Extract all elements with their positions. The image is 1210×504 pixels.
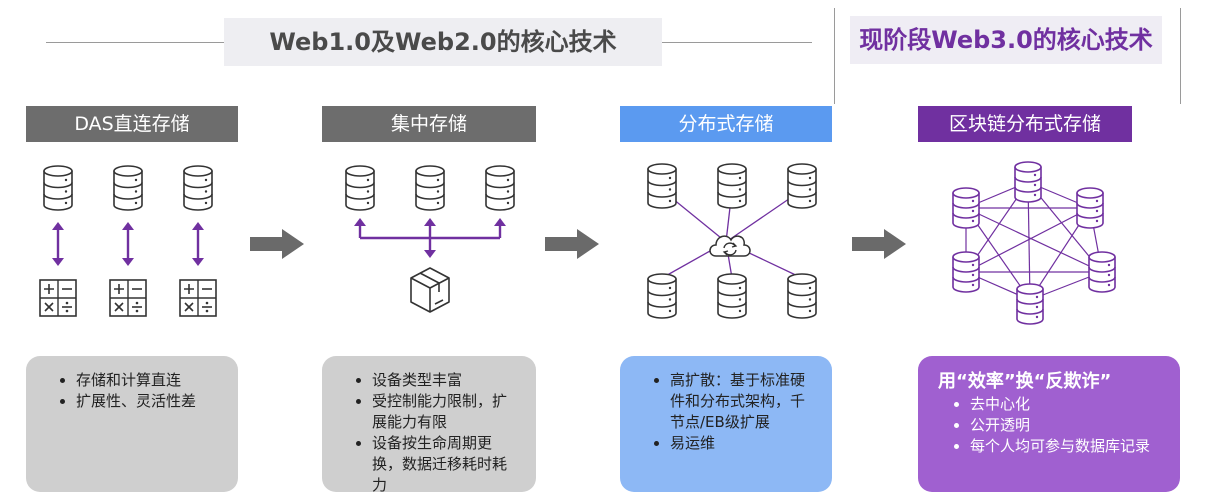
connector-lines xyxy=(358,224,502,252)
cloud-sync-icon xyxy=(709,235,751,257)
database-icon xyxy=(1016,283,1044,325)
calculator-icon xyxy=(109,279,147,317)
list-item: 存储和计算直连 xyxy=(76,370,222,391)
section-divider-1 xyxy=(834,8,835,104)
column-header-centralized: 集中存储 xyxy=(322,106,536,142)
column-header-blockchain: 区块链分布式存储 xyxy=(918,106,1132,142)
bidirectional-arrow-icon xyxy=(190,220,206,268)
list-item: 设备按生命周期更换，数据迁移耗时耗力 xyxy=(372,433,520,496)
database-icon xyxy=(485,165,515,211)
list-item: 每个人均可参与数据库记录 xyxy=(970,436,1164,457)
list-item: 受控制能力限制，扩展能力有限 xyxy=(372,391,520,433)
database-icon xyxy=(717,273,747,319)
right-arrow-icon xyxy=(250,229,304,259)
list-item: 公开透明 xyxy=(970,415,1164,436)
blockchain-description-card: 用“效率”换“反欺诈” 去中心化 公开透明 每个人均可参与数据库记录 xyxy=(918,356,1180,492)
das-diagram xyxy=(26,146,238,352)
database-icon xyxy=(787,273,817,319)
column-header-das: DAS直连存储 xyxy=(26,106,238,142)
database-icon xyxy=(647,163,677,209)
database-icon xyxy=(113,165,143,211)
blockchain-card-heading: 用“效率”换“反欺诈” xyxy=(938,371,1112,392)
package-icon xyxy=(410,267,450,313)
database-icon xyxy=(717,163,747,209)
database-icon xyxy=(1076,187,1104,229)
bidirectional-arrow-icon xyxy=(120,220,136,268)
database-icon xyxy=(415,165,445,211)
database-icon xyxy=(787,163,817,209)
blockchain-diagram xyxy=(918,146,1132,352)
distributed-point-list: 高扩散：基于标准硬件和分布式架构，千节点/EB级扩展 易运维 xyxy=(642,370,816,454)
list-item: 扩展性、灵活性差 xyxy=(76,391,222,412)
section-title-web3: 现阶段Web3.0的核心技术 xyxy=(850,16,1162,64)
right-arrow-icon xyxy=(852,229,906,259)
top-divider-left xyxy=(46,42,224,43)
calculator-icon xyxy=(179,279,217,317)
database-icon xyxy=(43,165,73,211)
list-item: 高扩散：基于标准硬件和分布式架构，千节点/EB级扩展 xyxy=(670,370,816,433)
blockchain-point-list: 去中心化 公开透明 每个人均可参与数据库记录 xyxy=(938,394,1164,457)
centralized-description-card: 设备类型丰富 受控制能力限制，扩展能力有限 设备按生命周期更换，数据迁移耗时耗力 xyxy=(322,356,536,494)
right-arrow-icon xyxy=(545,229,599,259)
distributed-description-card: 高扩散：基于标准硬件和分布式架构，千节点/EB级扩展 易运维 xyxy=(620,356,832,492)
calculator-icon xyxy=(39,279,77,317)
list-item: 设备类型丰富 xyxy=(372,370,520,391)
centralized-diagram xyxy=(322,146,536,352)
database-icon xyxy=(952,251,980,293)
database-icon xyxy=(1014,161,1042,203)
section-divider-2 xyxy=(1180,8,1181,104)
database-icon xyxy=(345,165,375,211)
das-point-list: 存储和计算直连 扩展性、灵活性差 xyxy=(48,370,222,412)
database-icon xyxy=(647,273,677,319)
list-item: 去中心化 xyxy=(970,394,1164,415)
section-title-web1-web2: Web1.0及Web2.0的核心技术 xyxy=(224,18,662,66)
database-icon xyxy=(1088,251,1116,293)
database-icon xyxy=(183,165,213,211)
column-header-distributed: 分布式存储 xyxy=(620,106,832,142)
top-divider-middle xyxy=(662,42,812,43)
bidirectional-arrow-icon xyxy=(50,220,66,268)
database-icon xyxy=(952,187,980,229)
das-description-card: 存储和计算直连 扩展性、灵活性差 xyxy=(26,356,238,492)
list-item: 易运维 xyxy=(670,433,816,454)
distributed-diagram xyxy=(620,146,832,352)
centralized-point-list: 设备类型丰富 受控制能力限制，扩展能力有限 设备按生命周期更换，数据迁移耗时耗力 xyxy=(344,370,520,496)
